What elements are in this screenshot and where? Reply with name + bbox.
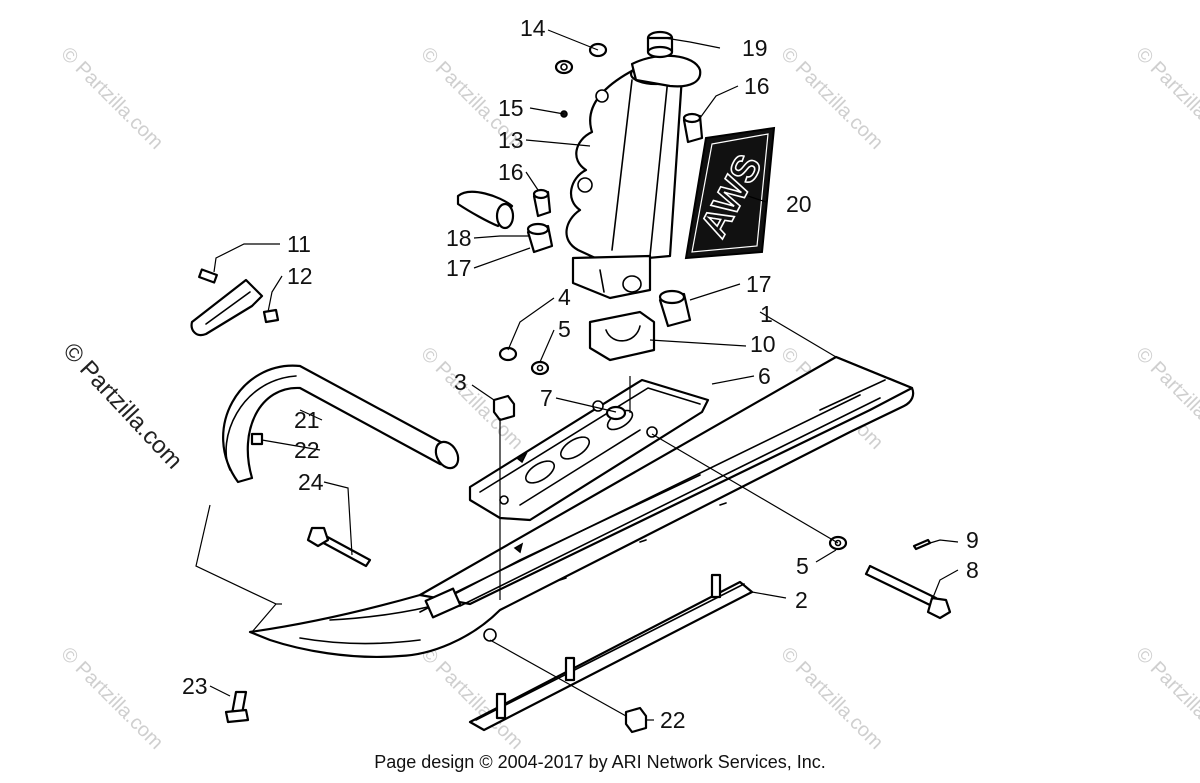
callout-5b: 5 — [796, 553, 809, 579]
leader-lines — [195, 29, 959, 721]
watermark-tile: © Partzilla.com — [776, 643, 887, 754]
callout-18: 18 — [446, 225, 472, 251]
callout-8: 8 — [966, 557, 979, 583]
watermark-tile: © Partzilla.com — [1131, 343, 1200, 454]
copyright-footer: Page design © 2004-2017 by ARI Network S… — [374, 752, 826, 772]
bracket — [468, 378, 710, 554]
wear-bar — [468, 573, 754, 732]
watermark-tile: © Partzilla.com — [416, 643, 527, 754]
callout-22b: 22 — [660, 707, 686, 733]
callout-3: 3 — [454, 369, 467, 395]
callout-22a: 22 — [294, 437, 320, 463]
callout-4: 4 — [558, 284, 571, 310]
watermark-tile: © Partzilla.com — [776, 43, 887, 154]
bolt-23 — [224, 690, 250, 724]
callout-12: 12 — [287, 263, 313, 289]
aws-decal: AWS — [684, 126, 776, 260]
watermark-tile: © Partzilla.com — [1131, 643, 1200, 754]
callout-13: 13 — [498, 127, 524, 153]
callout-5a: 5 — [558, 316, 571, 342]
callout-15: 15 — [498, 95, 524, 121]
hardware — [492, 42, 932, 551]
callout-17b: 17 — [746, 271, 772, 297]
callout-9: 9 — [966, 527, 979, 553]
bushings — [456, 112, 704, 328]
callout-23: 23 — [182, 673, 208, 699]
spindle-cap — [630, 30, 702, 88]
callout-19: 19 — [742, 35, 768, 61]
callout-1: 1 — [760, 301, 773, 327]
bolt-8 — [864, 564, 952, 620]
watermark-tile: © Partzilla.com — [56, 643, 167, 754]
callout-numbers: 1 2 3 4 5 5 6 7 8 9 10 11 12 13 14 15 16… — [182, 15, 979, 733]
ski-loop — [222, 364, 460, 484]
callout-24: 24 — [298, 469, 324, 495]
callout-16b: 16 — [498, 159, 524, 185]
callout-16a: 16 — [744, 73, 770, 99]
callout-14: 14 — [520, 15, 546, 41]
callout-10: 10 — [750, 331, 776, 357]
callout-17a: 17 — [446, 255, 472, 281]
clip-bracket — [190, 268, 280, 337]
ski — [248, 355, 915, 658]
callout-2: 2 — [795, 587, 808, 613]
spindle — [565, 62, 684, 300]
watermark-tile: © Partzilla.com — [1131, 43, 1200, 154]
callout-20: 20 — [786, 191, 812, 217]
bolt-24 — [306, 526, 372, 568]
damper-block — [588, 310, 656, 362]
watermark-tile: © Partzilla.com — [56, 43, 167, 154]
callout-7: 7 — [540, 385, 553, 411]
callout-6: 6 — [758, 363, 771, 389]
callout-11: 11 — [287, 231, 311, 257]
callout-21: 21 — [294, 407, 320, 433]
nut-22 — [624, 706, 648, 734]
side-watermark: © Partzilla.com — [58, 338, 188, 475]
